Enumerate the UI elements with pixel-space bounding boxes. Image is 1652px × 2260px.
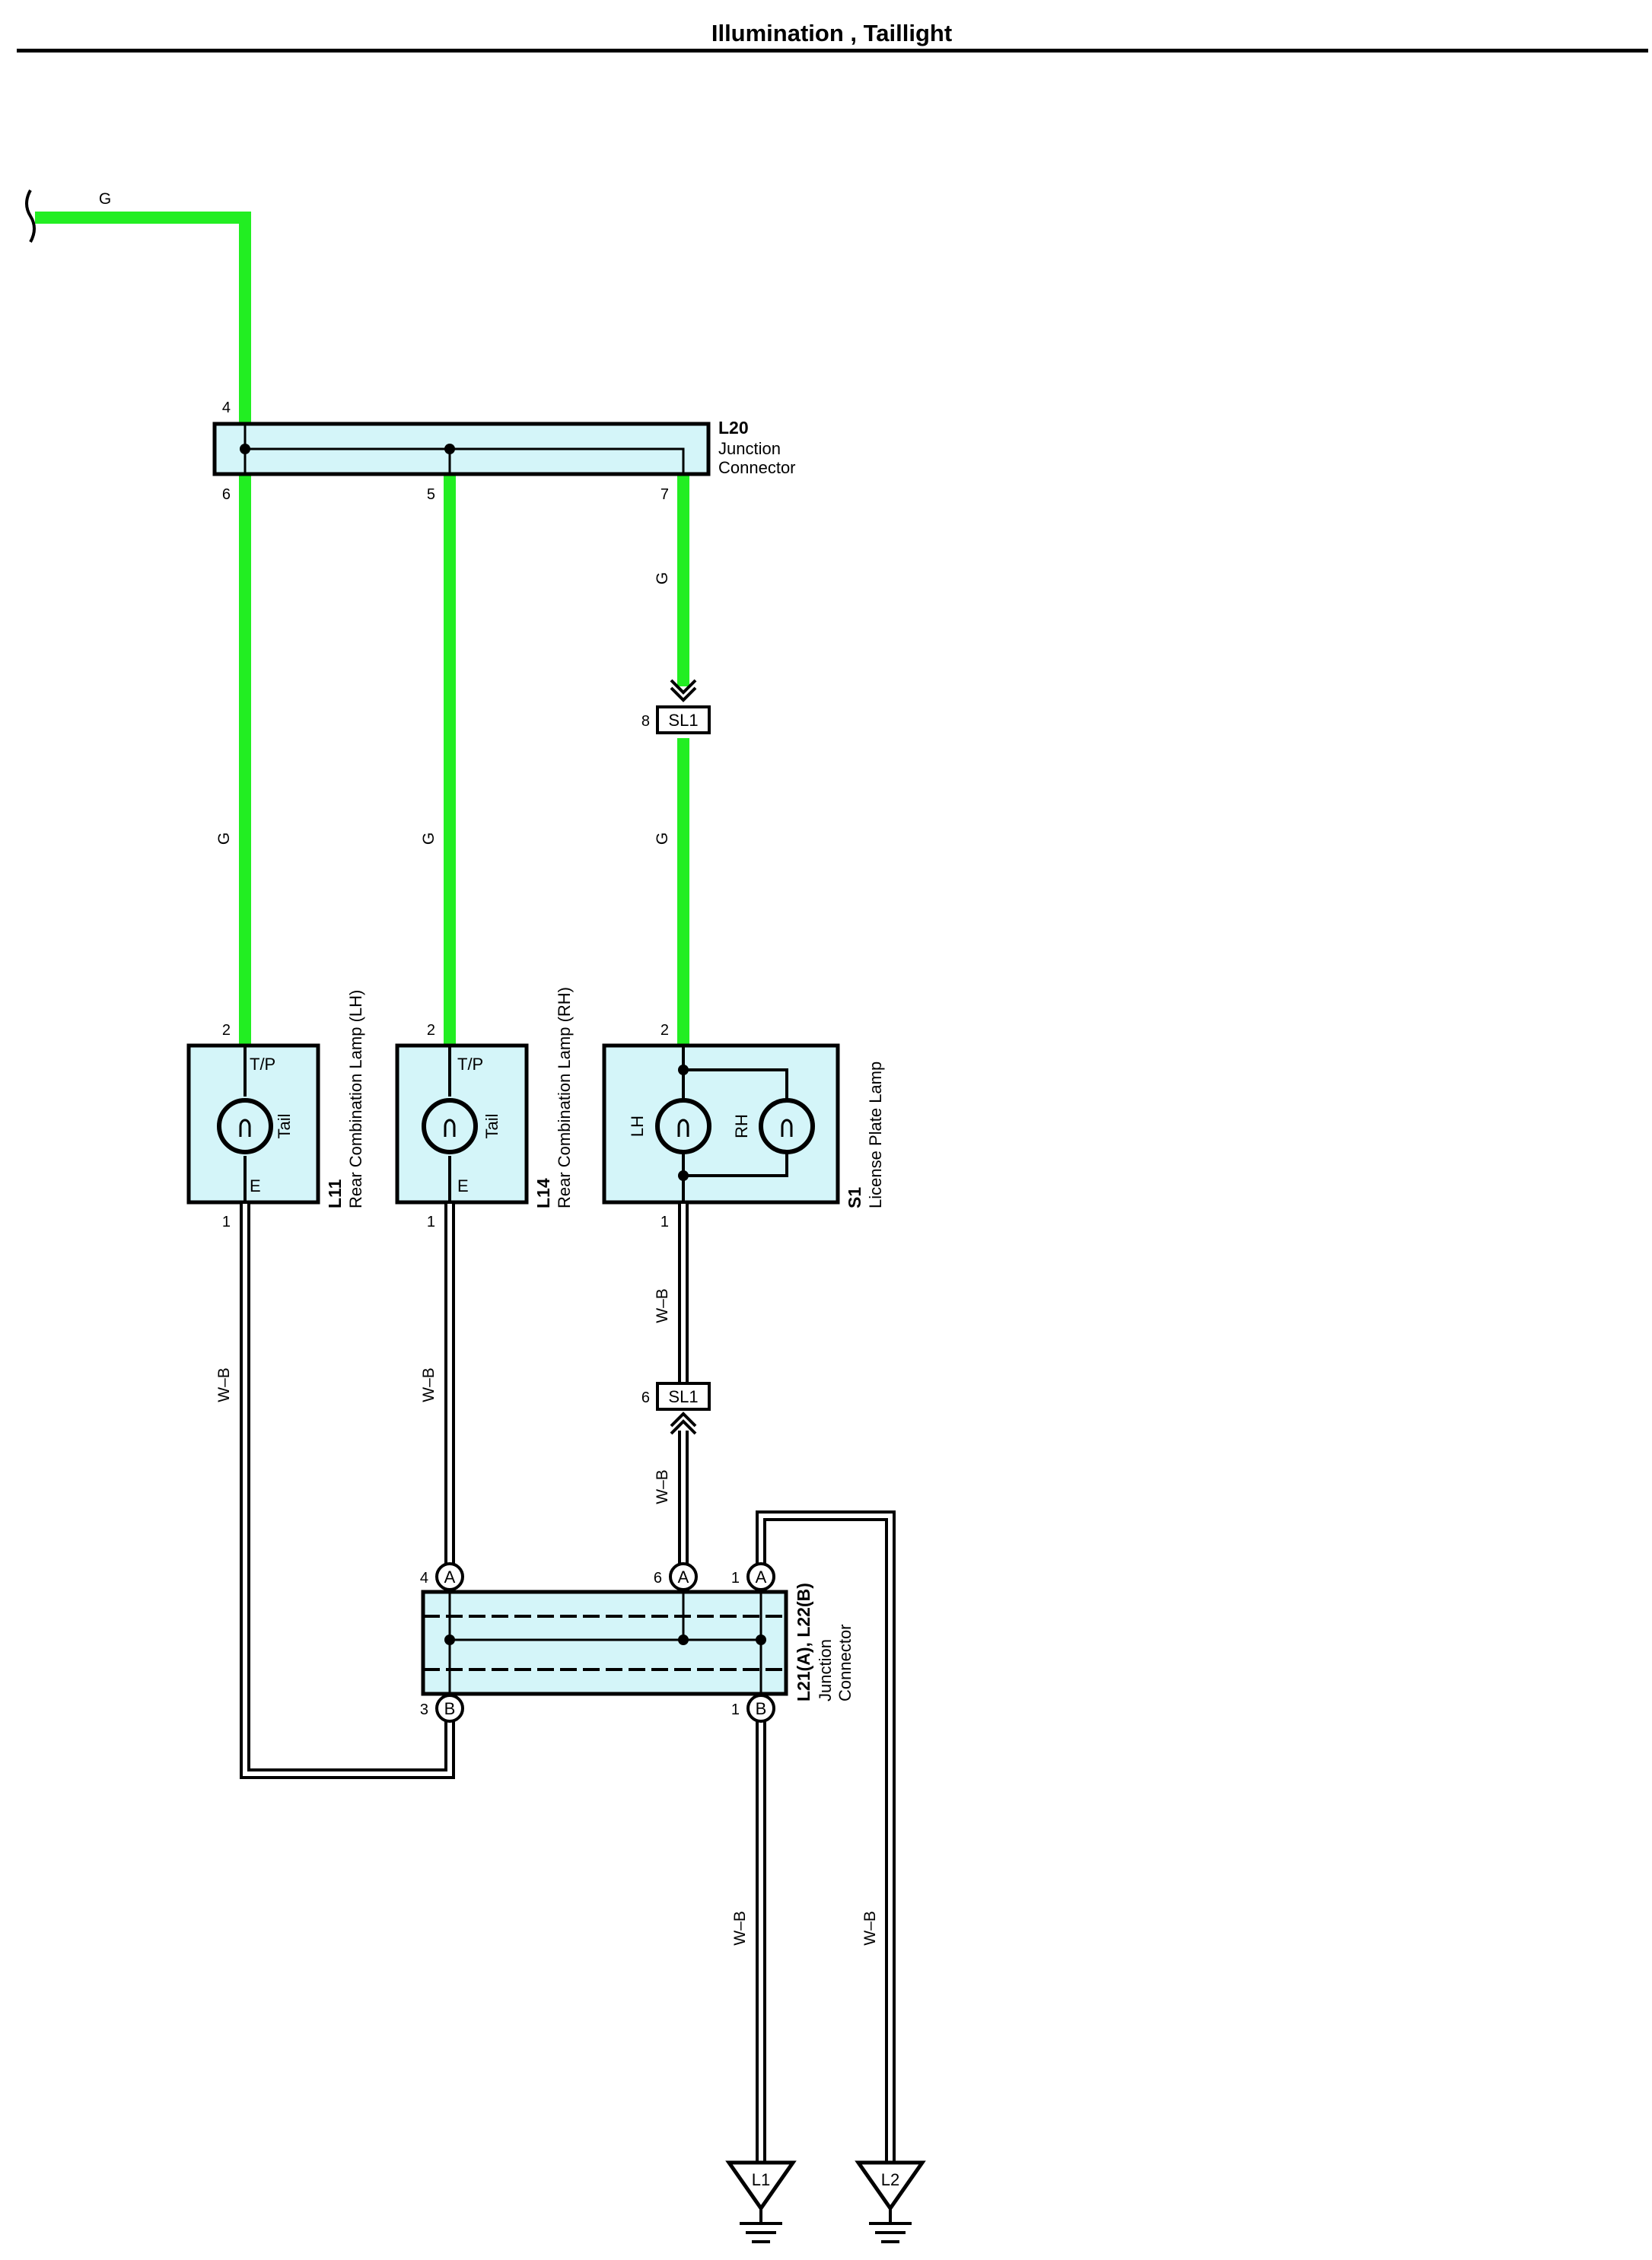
connector-label: SL1 (668, 1387, 698, 1406)
pin-number: 1 (660, 1214, 669, 1230)
pin-number: 6 (654, 1570, 662, 1587)
terminal-label: T/P (250, 1055, 275, 1074)
pin-number: 3 (420, 1701, 428, 1718)
bulb-icon (759, 1098, 815, 1154)
connector-letter: A (678, 1568, 689, 1587)
component-desc: Rear Combination Lamp (RH) (555, 987, 574, 1208)
ground-icon[interactable] (725, 2160, 797, 2243)
wire-wb-l11[interactable] (240, 1204, 455, 1779)
component-ref: L20 (718, 418, 749, 438)
connector-sl1-upper[interactable] (656, 679, 711, 734)
pin-number: 7 (660, 486, 669, 503)
component-ref: L14 (533, 1178, 553, 1208)
bulb-icon (422, 1098, 478, 1154)
connector-label: SL1 (668, 711, 698, 730)
pin-number: 4 (420, 1570, 428, 1587)
connector-letter: B (444, 1699, 456, 1718)
bulb-icon (655, 1098, 711, 1154)
junction-connector-l21-l22[interactable] (421, 1590, 788, 1696)
component-desc: License Plate Lamp (866, 1062, 885, 1208)
bulb-label: Tail (482, 1113, 501, 1138)
component-ref: S1 (845, 1187, 864, 1208)
component-desc: Connector (836, 1624, 855, 1701)
wire-color-label: G (99, 190, 111, 208)
ground-label: L1 (752, 2170, 770, 2189)
wire-color-label: W–B (861, 1911, 879, 1946)
wire-color-label: W–B (215, 1367, 233, 1402)
pin-number: 2 (660, 1022, 669, 1039)
component-ref: L11 (325, 1179, 345, 1208)
wire-color-label: G (654, 832, 671, 845)
terminal-label: E (250, 1176, 261, 1195)
wire-color-label: G (654, 572, 671, 584)
page-title: Illumination , Taillight (711, 20, 952, 46)
lamp-l11-box[interactable] (186, 1043, 320, 1205)
connector-letter: B (756, 1699, 767, 1718)
ground-icon[interactable] (855, 2160, 926, 2243)
junction-connector-l20[interactable] (212, 422, 711, 476)
pin-number: 2 (427, 1022, 435, 1039)
component-desc: Connector (718, 458, 796, 477)
wire-break-icon (25, 189, 36, 243)
connector-pin[interactable] (746, 1562, 775, 1591)
connector-letter: A (444, 1568, 456, 1587)
wire-color-label: G (420, 832, 438, 845)
pin-number: 1 (427, 1214, 435, 1230)
pin-number: 6 (222, 486, 231, 503)
connector-pin[interactable] (435, 1694, 464, 1723)
bulb-icon (217, 1098, 273, 1154)
wire-color-label: W–B (731, 1911, 749, 1946)
component-desc: Junction (718, 439, 781, 458)
wire-color-label: W–B (420, 1367, 438, 1402)
component-desc: Rear Combination Lamp (LH) (346, 990, 365, 1208)
wb-wires (240, 1204, 896, 2161)
connector-sl1-lower[interactable] (656, 1382, 711, 1435)
connector-pin[interactable] (746, 1694, 775, 1723)
wire-color-label: W–B (654, 1288, 671, 1323)
pin-number: 2 (222, 1022, 231, 1039)
terminal-label: T/P (457, 1055, 483, 1074)
wire-color-label: W–B (654, 1469, 671, 1504)
pin-number: 1 (731, 1570, 740, 1587)
lamp-l14-box[interactable] (395, 1043, 529, 1205)
component-desc: Junction (816, 1639, 835, 1701)
pin-number: 5 (427, 486, 435, 503)
connector-pin[interactable] (435, 1562, 464, 1591)
terminal-label: E (457, 1176, 469, 1195)
title-rule (17, 49, 1648, 53)
pin-number: 1 (222, 1214, 231, 1230)
wire-g-feed[interactable] (35, 212, 251, 423)
wire-color-label: G (215, 832, 233, 845)
bulb-label: RH (732, 1114, 751, 1138)
pin-number: 6 (641, 1389, 650, 1406)
pin-number: 8 (641, 713, 650, 730)
pin-number: 4 (222, 399, 231, 416)
green-wires (35, 212, 689, 1044)
pin-number: 1 (731, 1701, 740, 1718)
lamp-s1-box[interactable] (602, 1043, 840, 1205)
connector-pin[interactable] (669, 1562, 698, 1591)
ground-label: L2 (881, 2170, 899, 2189)
connector-letter: A (756, 1568, 767, 1587)
bulb-label: LH (628, 1116, 647, 1137)
component-ref: L21(A), L22(B) (794, 1583, 813, 1701)
bulb-label: Tail (275, 1113, 294, 1138)
